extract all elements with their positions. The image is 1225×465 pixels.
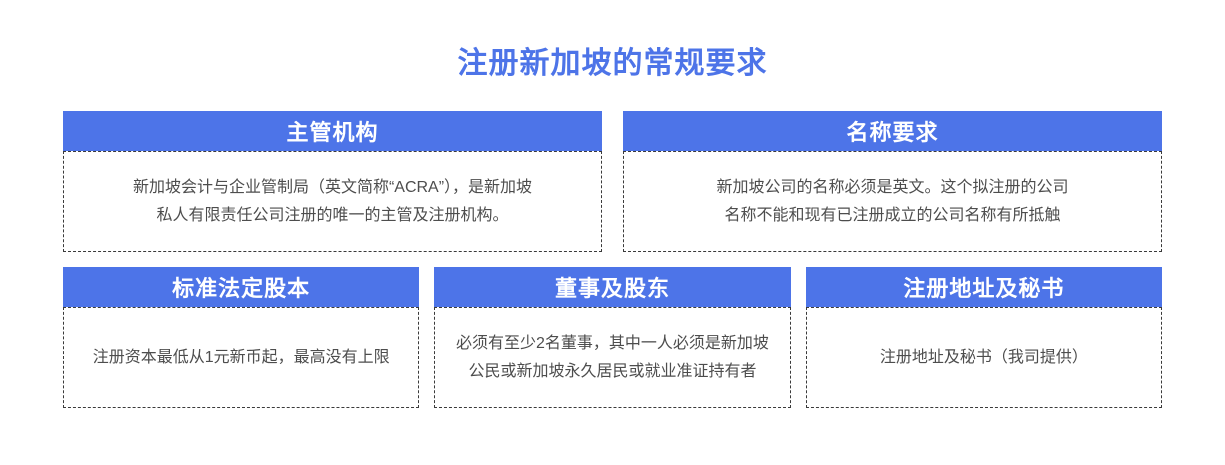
- card-authority-body: 新加坡会计与企业管制局（英文简称“ACRA”），是新加坡 私人有限责任公司注册的…: [63, 151, 602, 252]
- cards-row-top: 主管机构 新加坡会计与企业管制局（英文简称“ACRA”），是新加坡 私人有限责任…: [63, 111, 1162, 252]
- card-directors-shareholders-body: 必须有至少2名董事，其中一人必须是新加坡 公民或新加坡永久居民或就业准证持有者: [434, 307, 791, 408]
- card-authority: 主管机构 新加坡会计与企业管制局（英文简称“ACRA”），是新加坡 私人有限责任…: [63, 111, 602, 252]
- card-directors-shareholders-header: 董事及股东: [434, 267, 791, 307]
- card-address-secretary-body: 注册地址及秘书（我司提供）: [805, 307, 1162, 408]
- card-address-secretary: 注册地址及秘书 注册地址及秘书（我司提供）: [805, 267, 1162, 408]
- card-share-capital: 标准法定股本 注册资本最低从1元新币起，最高没有上限: [63, 267, 420, 408]
- card-name-requirement-body: 新加坡公司的名称必须是英文。这个拟注册的公司 名称不能和现有已注册成立的公司名称…: [623, 151, 1162, 252]
- page-title: 注册新加坡的常规要求: [457, 47, 768, 80]
- card-authority-header: 主管机构: [63, 111, 602, 151]
- card-directors-shareholders: 董事及股东 必须有至少2名董事，其中一人必须是新加坡 公民或新加坡永久居民或就业…: [434, 267, 791, 408]
- card-name-requirement-header: 名称要求: [623, 111, 1162, 151]
- card-share-capital-body: 注册资本最低从1元新币起，最高没有上限: [63, 307, 420, 408]
- card-name-requirement: 名称要求 新加坡公司的名称必须是英文。这个拟注册的公司 名称不能和现有已注册成立…: [623, 111, 1162, 252]
- card-share-capital-header: 标准法定股本: [63, 267, 420, 307]
- card-address-secretary-header: 注册地址及秘书: [805, 267, 1162, 307]
- cards-row-bottom: 标准法定股本 注册资本最低从1元新币起，最高没有上限 董事及股东 必须有至少2名…: [63, 267, 1162, 408]
- cards-area: 主管机构 新加坡会计与企业管制局（英文简称“ACRA”），是新加坡 私人有限责任…: [63, 111, 1162, 408]
